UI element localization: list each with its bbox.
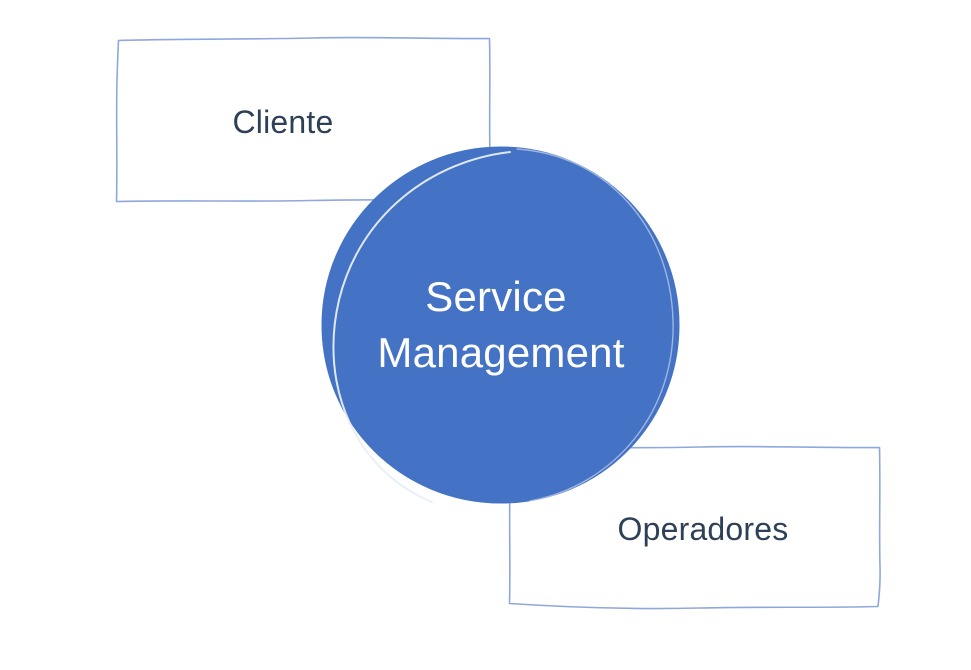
operadores-label: Operadores bbox=[618, 511, 789, 547]
service-management-sketch-arc bbox=[332, 151, 511, 503]
service-management-label-line2: Management bbox=[377, 329, 624, 376]
node-operadores[interactable]: Operadores bbox=[508, 445, 881, 610]
service-management-sketch-arc-right bbox=[516, 148, 674, 502]
service-management-label-line1: Service bbox=[425, 273, 566, 320]
service-management-circle-shape[interactable] bbox=[321, 146, 680, 504]
operadores-box-shape[interactable] bbox=[508, 445, 881, 610]
node-service-management[interactable]: Service Management bbox=[321, 146, 680, 504]
cliente-label: Cliente bbox=[232, 104, 333, 140]
